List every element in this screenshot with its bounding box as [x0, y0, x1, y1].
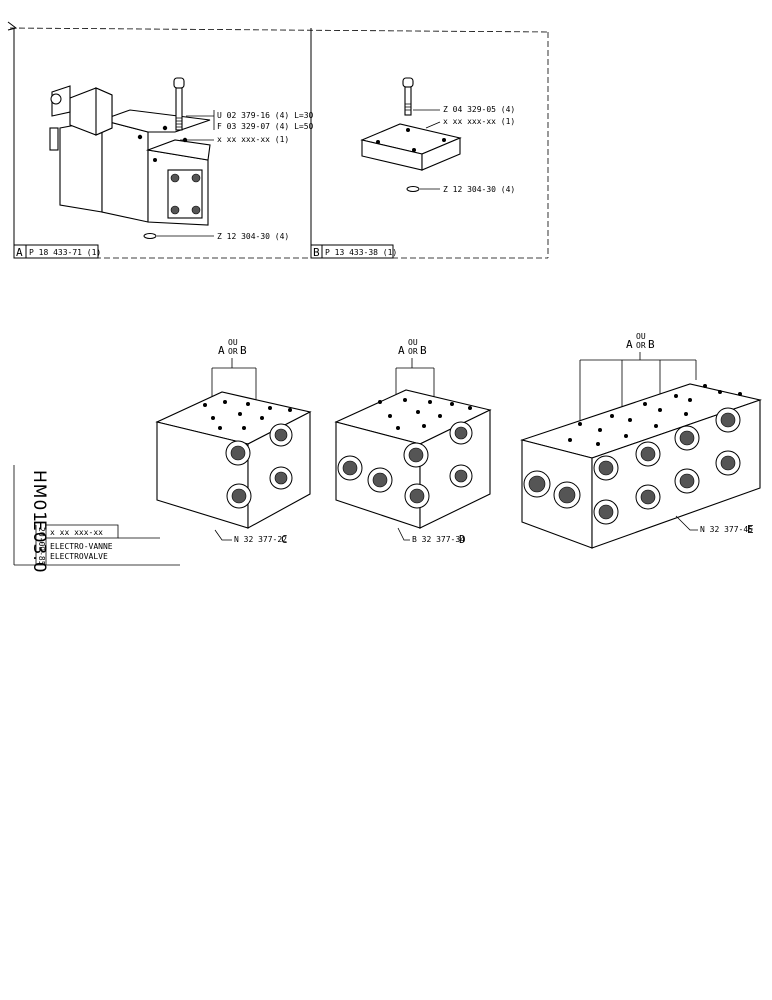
doc-date: 20-09-85	[37, 527, 46, 566]
block-d-suffix: D	[459, 533, 466, 546]
panel-a-letter: A	[16, 246, 23, 259]
panel-b-oring-ref: Z 12 304-30 (4)	[443, 185, 515, 194]
block-d-leader	[397, 527, 410, 541]
port-label-3: A OU OR B	[579, 332, 697, 430]
block-c-suffix: C	[281, 533, 288, 546]
port-ou-text: OU	[228, 338, 238, 347]
port-ou-text: OU	[636, 332, 646, 341]
block-c-ref: N 32 377-22	[234, 535, 287, 544]
block-e-ref: N 32 377-45	[700, 525, 753, 534]
port-or-text: OR	[228, 347, 238, 356]
panel-a-tag: A P 18 433-71 (1)	[13, 244, 101, 259]
port-a-text: A	[626, 338, 633, 351]
top-frame	[7, 21, 551, 259]
block-d-ref: B 32 377-34	[412, 535, 465, 544]
port-ou-text: OU	[408, 338, 418, 347]
panel-b-leaders	[413, 109, 441, 190]
panel-a-screw	[173, 77, 185, 131]
block-c-leader	[214, 529, 232, 541]
port-b-text: B	[420, 344, 427, 357]
doc-code-2: E03.0	[29, 520, 49, 574]
manifold-block-d	[334, 389, 492, 529]
panel-a-valve-drawing	[49, 85, 211, 226]
doc-name-fr: ELECTRO-VANNE	[50, 542, 113, 551]
port-b-text: B	[240, 344, 247, 357]
port-a-text: A	[398, 344, 405, 357]
title-block: HM01 E03.0 20-09-85 x xx xxx-xx ELECTRO-…	[13, 465, 180, 574]
panel-a-screw-ref-2: F 03 329-07 (4) L=50	[217, 122, 314, 131]
block-e-suffix: E	[747, 523, 754, 536]
port-b-text: B	[648, 338, 655, 351]
panel-b-plate-ref: x xx xxx-xx (1)	[443, 117, 515, 126]
manifold-block-e	[520, 383, 762, 549]
block-e-leader	[675, 515, 698, 531]
doc-part-no: x xx xxx-xx	[50, 528, 103, 537]
panel-b-letter: B	[313, 246, 320, 259]
port-a-text: A	[218, 344, 225, 357]
panel-a-body-ref: x xx xxx-xx (1)	[217, 135, 289, 144]
panel-b-plate-drawing	[360, 77, 462, 192]
port-or-text: OR	[636, 341, 646, 350]
port-label-2: A OU OR B	[395, 338, 435, 412]
panel-b-ref: P 13 433-38 (1)	[325, 248, 397, 257]
doc-name-en: ELECTROVALVE	[50, 552, 108, 561]
panel-a-oring-ref: Z 12 304-30 (4)	[217, 232, 289, 241]
panel-a-leaders	[143, 110, 215, 239]
port-label-1: A OU OR B	[211, 338, 257, 410]
panel-a-ref: P 18 433-71 (1)	[29, 248, 101, 257]
doc-code-1: HM01	[29, 470, 49, 523]
panel-a-screw-ref-1: U 02 379-16 (4) L=30	[217, 111, 314, 120]
panel-b-tag: B P 13 433-38 (1)	[310, 244, 397, 259]
panel-b-screw-ref: Z 04 329-05 (4)	[443, 105, 515, 114]
manifold-block-c	[155, 391, 312, 529]
port-or-text: OR	[408, 347, 418, 356]
